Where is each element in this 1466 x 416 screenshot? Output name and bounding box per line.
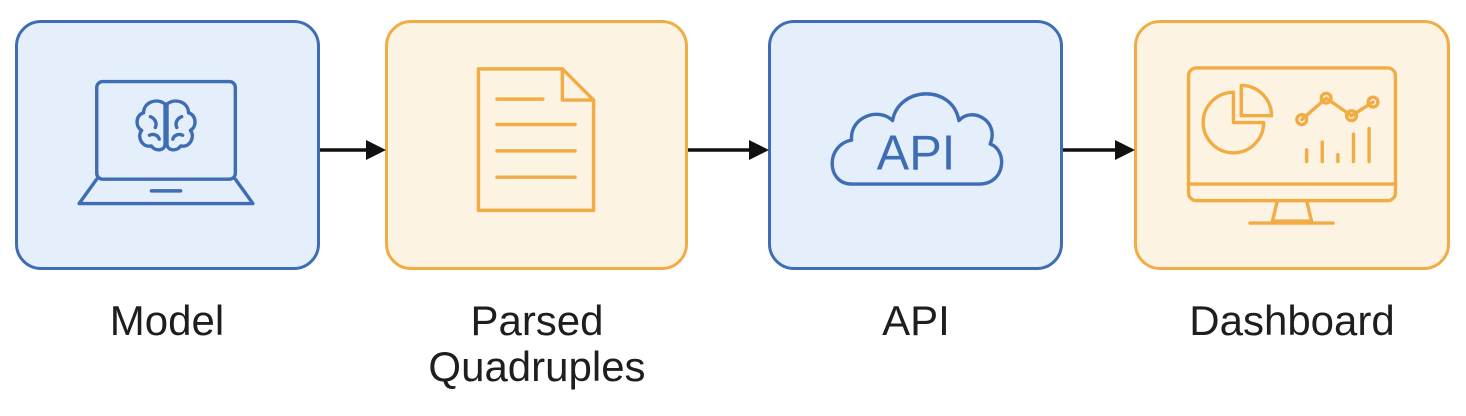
document-icon bbox=[476, 67, 596, 213]
api-icon-text: API bbox=[877, 126, 956, 180]
api-node: API bbox=[768, 20, 1063, 270]
parsed-quadruples-label: Parsed Quadruples bbox=[428, 297, 646, 390]
dashboard-node bbox=[1134, 20, 1450, 270]
arrow-model-to-parsed bbox=[320, 140, 386, 160]
monitor-dashboard-icon bbox=[1186, 66, 1398, 225]
arrow-api-to-dashboard bbox=[1063, 140, 1135, 160]
parsed-quadruples-node bbox=[385, 20, 688, 270]
laptop-brain-icon bbox=[77, 79, 255, 206]
cloud-api-icon: API bbox=[830, 92, 1004, 186]
dashboard-label: Dashboard bbox=[1189, 297, 1395, 344]
arrow-parsed-to-api bbox=[688, 140, 769, 160]
model-node bbox=[15, 20, 320, 270]
model-label: Model bbox=[109, 297, 225, 344]
api-label: API bbox=[882, 297, 950, 344]
